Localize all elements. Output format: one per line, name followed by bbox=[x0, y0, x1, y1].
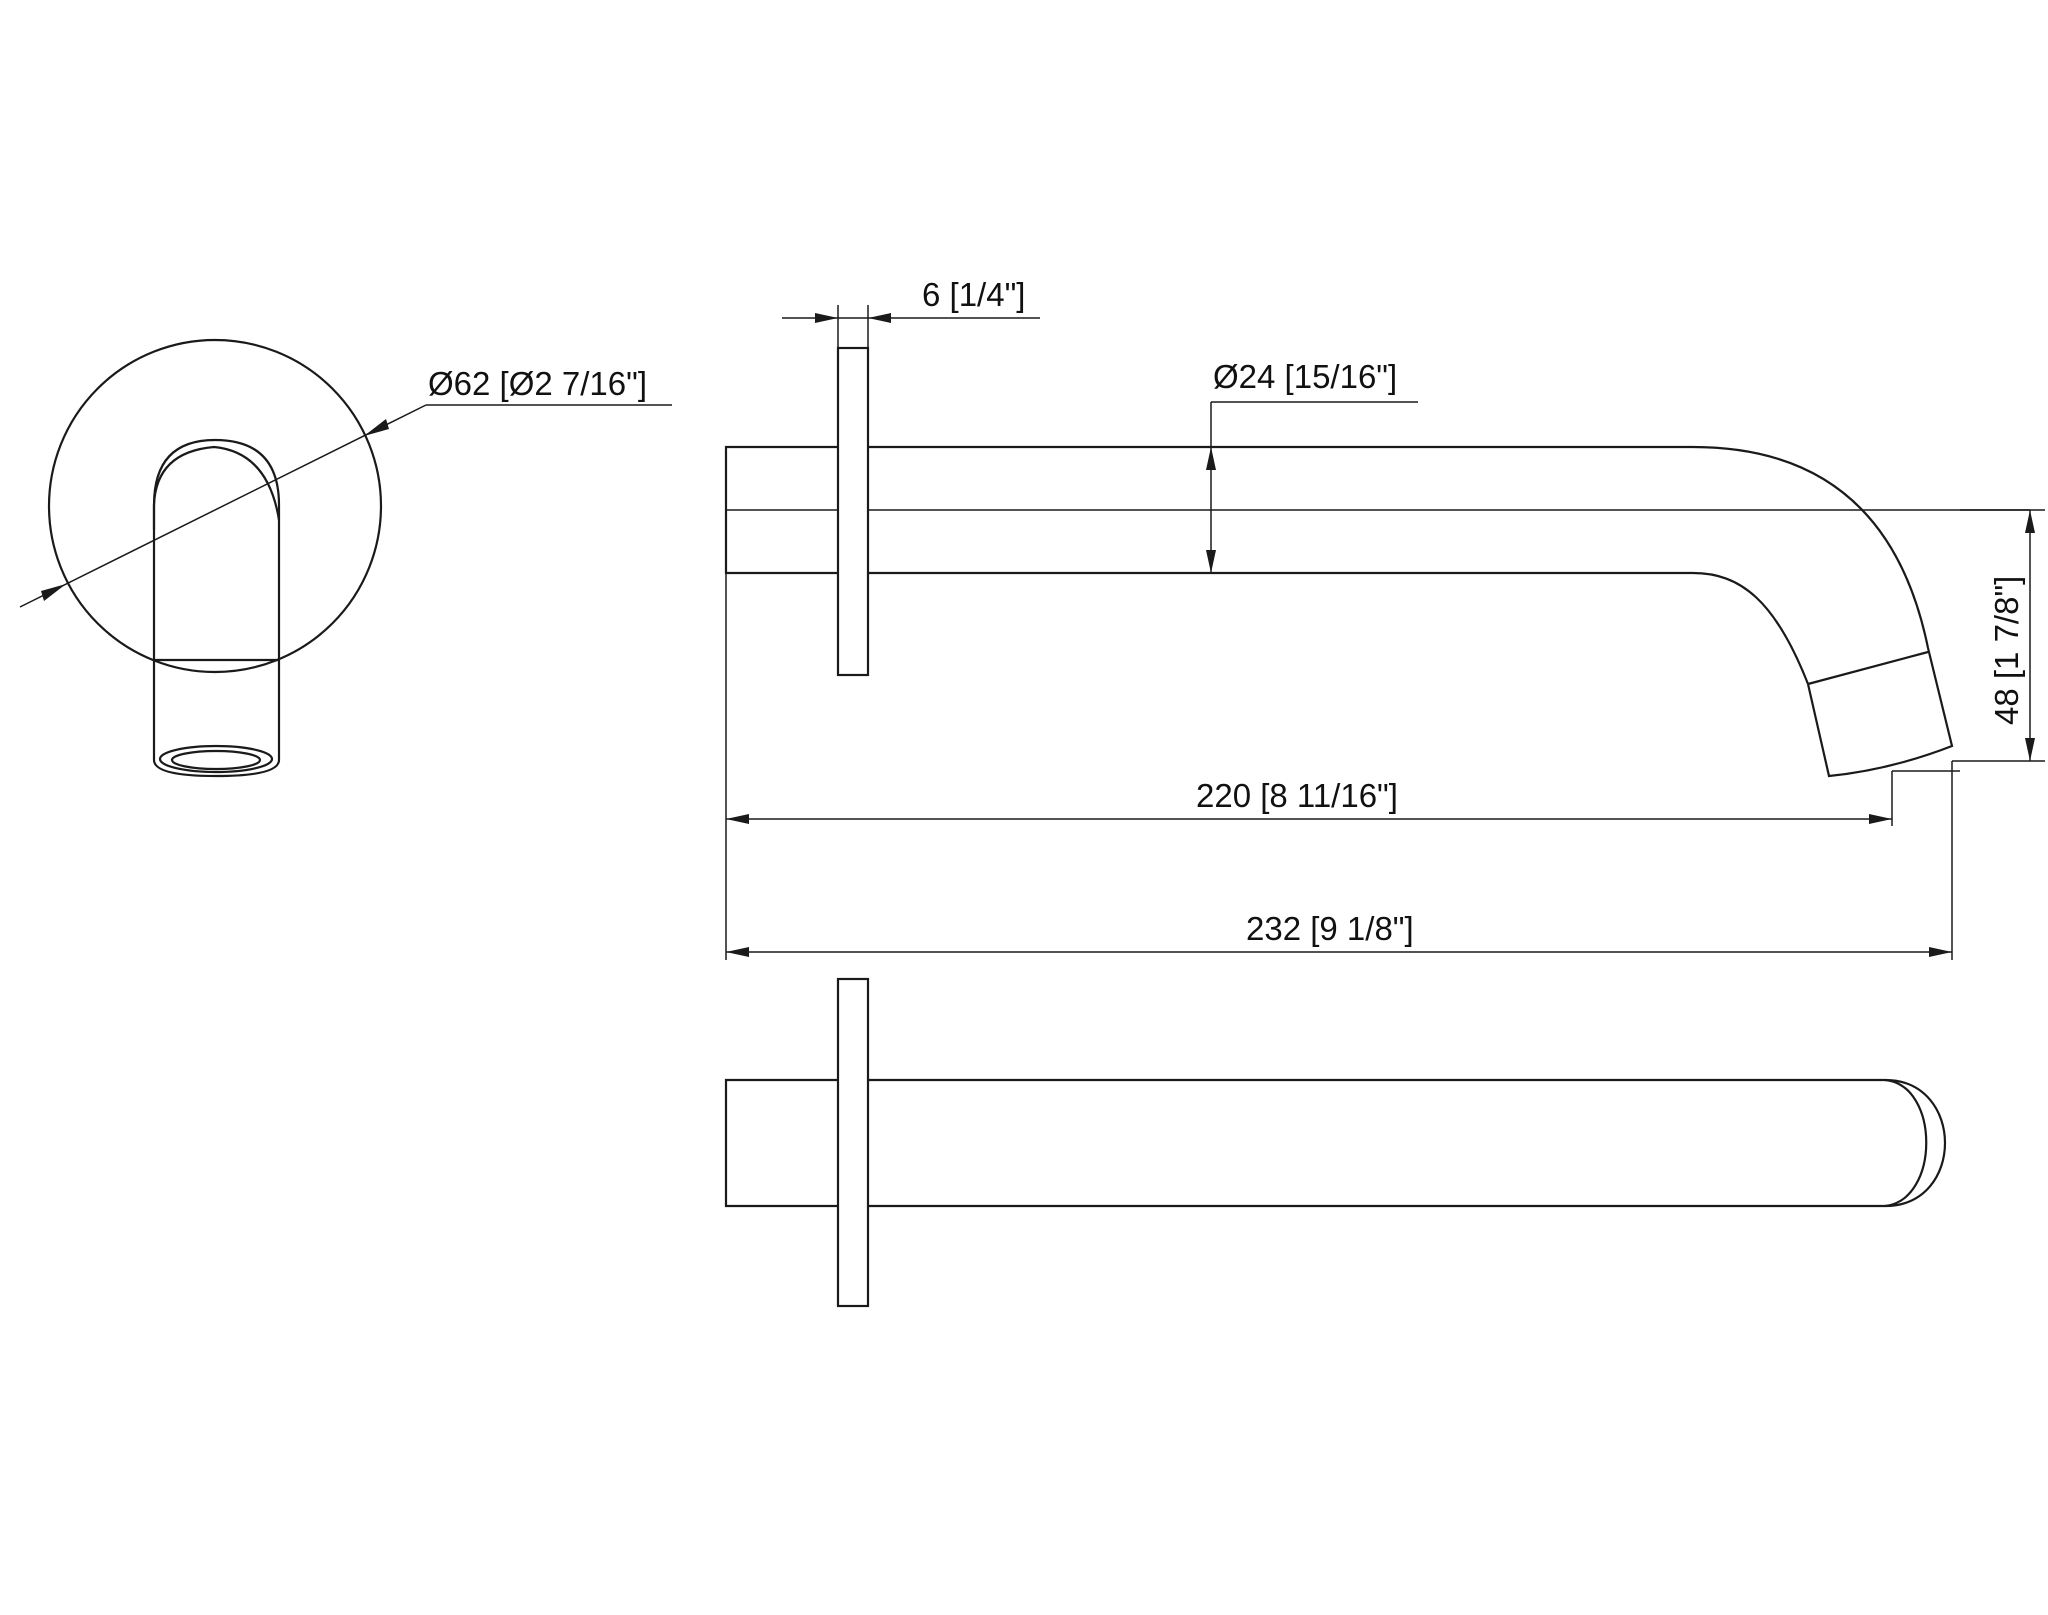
spout-nozzle-band bbox=[1807, 650, 1929, 686]
side-view: 6 [1/4"] Ø24 [15/16"] 48 [1 7/8"] 220 [8… bbox=[724, 276, 2045, 960]
spout-front-body bbox=[152, 438, 281, 660]
spout-front-inner-arc bbox=[152, 445, 281, 530]
top-view bbox=[724, 977, 1946, 1308]
reach-arrow-right bbox=[1869, 814, 1892, 824]
pipe-diameter-arrow-bottom bbox=[1206, 550, 1216, 573]
spout-pipe-bottom bbox=[868, 571, 1810, 685]
reach-label: 220 [8 11/16"] bbox=[1196, 777, 1398, 814]
spout-outlet-ring bbox=[158, 744, 274, 774]
spout-outlet-ring-inner bbox=[170, 749, 262, 771]
overall-length-label: 232 [9 1/8"] bbox=[1246, 910, 1414, 947]
flange-plate-top bbox=[836, 977, 870, 1308]
spout-body-top bbox=[868, 1078, 1946, 1208]
spout-nozzle-tip bbox=[1806, 647, 1954, 778]
flange-diameter-dim-line bbox=[19, 404, 427, 608]
overall-arrow-right bbox=[1929, 947, 1952, 957]
flange-diameter-label: Ø62 [Ø2 7/16"] bbox=[428, 365, 647, 402]
front-view: Ø62 [Ø2 7/16"] bbox=[19, 338, 672, 778]
flange-thickness-arrow-right bbox=[868, 313, 891, 323]
overall-arrow-left bbox=[726, 947, 749, 957]
flange-plate-side bbox=[836, 346, 870, 677]
spout-front-lower bbox=[152, 660, 281, 778]
flange-diameter-arrow-right bbox=[364, 419, 389, 436]
drop-height-arrow-top bbox=[2025, 510, 2035, 533]
spout-tip-arc-top bbox=[1884, 1078, 1928, 1208]
flange-thickness-arrow-left bbox=[815, 313, 838, 323]
pipe-diameter-arrow-top bbox=[1206, 447, 1216, 470]
drop-height-label: 48 [1 7/8"] bbox=[1988, 576, 2025, 725]
flange-circle bbox=[47, 338, 383, 674]
pipe-diameter-label: Ø24 [15/16"] bbox=[1213, 358, 1397, 395]
drop-height-arrow-bottom bbox=[2025, 738, 2035, 761]
flange-thickness-label: 6 [1/4"] bbox=[922, 276, 1025, 313]
spout-pipe-top bbox=[868, 445, 1930, 649]
flange-diameter-arrow-left bbox=[41, 584, 66, 601]
reach-arrow-left bbox=[726, 814, 749, 824]
pipe-rear-stub-top bbox=[724, 1078, 838, 1208]
